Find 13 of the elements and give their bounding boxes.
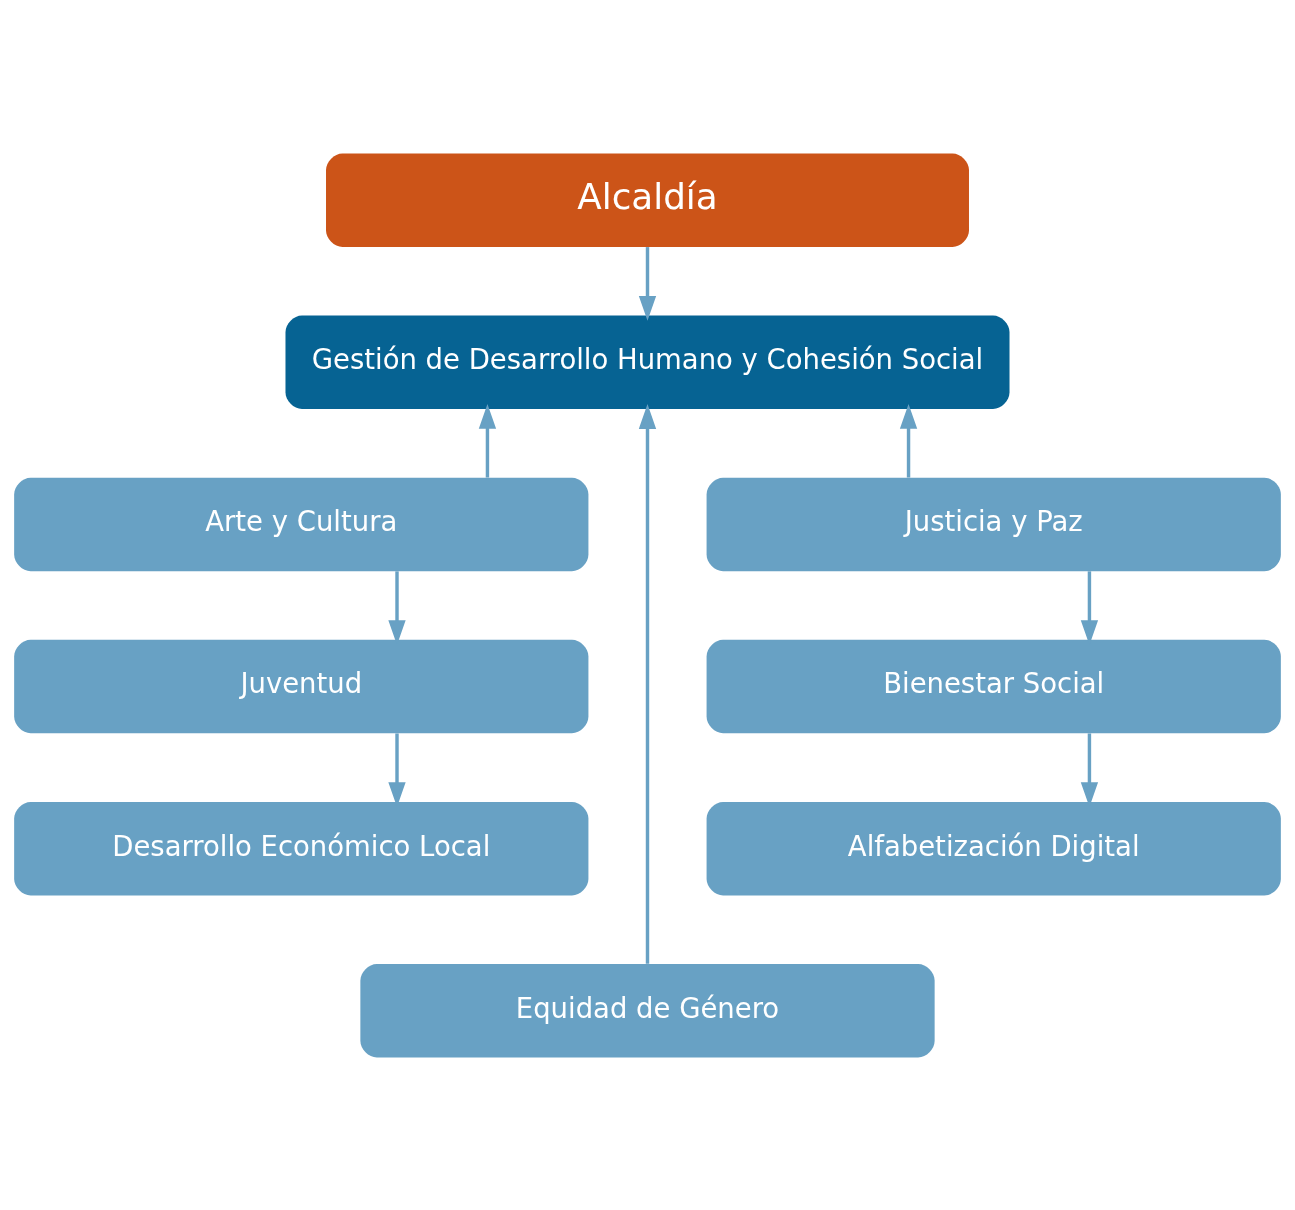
node-box: Equidad de Género <box>360 963 935 1057</box>
node-box: Juventud <box>14 639 589 733</box>
node-box: Justicia y Paz <box>706 477 1281 571</box>
node-box: Arte y Cultura <box>14 477 589 571</box>
node-box: Bienestar Social <box>706 639 1281 733</box>
node-box: Gestión de Desarrollo Humano y Cohesión Social <box>285 315 1010 409</box>
arrow <box>638 246 657 321</box>
node-box: Alcaldía <box>326 153 969 247</box>
arrow <box>899 403 918 478</box>
node-box: Desarrollo Económico Local <box>14 801 589 895</box>
node-box: Alfabetización Digital <box>706 801 1281 895</box>
arrow <box>638 403 657 964</box>
arrow <box>478 403 497 478</box>
